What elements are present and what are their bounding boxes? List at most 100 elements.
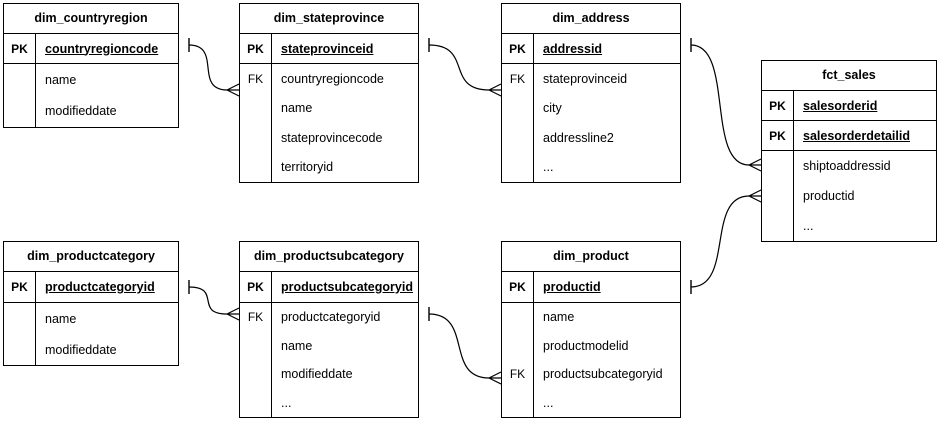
attribute-key-marker [762, 211, 793, 241]
attribute-name[interactable]: modifieddate [281, 367, 353, 382]
entity-title-line1: dim_countryregion [34, 11, 148, 25]
cardinality-many-marker [748, 189, 762, 203]
relationship-line [690, 195, 750, 288]
key-marker-label: PK [247, 280, 264, 294]
attribute-key-column: FK [502, 64, 534, 182]
attribute-field-column: countryregioncode name stateprovincecode te… [272, 64, 418, 182]
field-cell: productcategoryid [36, 272, 178, 302]
attribute-name[interactable]: ... [803, 219, 814, 233]
attribute-name[interactable]: ... [543, 395, 554, 410]
attribute-name[interactable]: modifieddate [45, 342, 117, 357]
attribute-block: name modifieddate [4, 303, 178, 365]
key-marker-label: PK [11, 280, 28, 294]
attribute-name[interactable]: ... [281, 395, 292, 410]
attribute-key-marker [240, 389, 271, 418]
attribute-name[interactable]: ... [543, 160, 554, 175]
attribute-key-marker [762, 151, 793, 181]
attribute-key-marker [240, 94, 271, 124]
key-marker-cell: PK [4, 272, 36, 302]
attribute-name[interactable]: name [543, 310, 575, 325]
entity-title-dim_countryregion: dim_countryregion [4, 4, 178, 34]
attribute-name[interactable]: productid [803, 189, 855, 203]
key-marker-label: PK [11, 41, 28, 56]
entity-title-line1: fct_sales [822, 68, 876, 82]
attribute-name[interactable]: modifieddate [45, 104, 117, 119]
attribute-name[interactable]: shiptoaddressid [803, 159, 891, 173]
attribute-name[interactable]: countryregioncode [281, 71, 384, 86]
cardinality-many-marker [488, 83, 502, 97]
relationship-line [428, 44, 490, 91]
relationship-stateprovince-to-address[interactable] [428, 38, 502, 97]
entity-title-dim_stateprovince: dim_stateprovince [240, 4, 418, 34]
key-row[interactable]: PK salesorderdetailid [762, 121, 936, 151]
relationship-line [690, 44, 750, 166]
attribute-name[interactable]: territoryid [281, 160, 334, 175]
field-name: salesorderdetailid [803, 128, 910, 143]
relationship-address-to-fctsales[interactable] [690, 38, 762, 172]
field-name: countryregioncode [45, 41, 159, 56]
field-cell: productsubcategoryid [272, 272, 418, 302]
field-name: productid [543, 280, 601, 294]
key-marker-cell: PK [4, 34, 36, 63]
key-row[interactable]: PK productsubcategoryid [240, 272, 418, 303]
key-row[interactable]: PK countryregioncode [4, 34, 178, 64]
field-cell: productid [534, 272, 680, 302]
attribute-name[interactable]: name [281, 338, 313, 353]
attribute-key-column: FK [240, 303, 272, 417]
attribute-key-column [4, 303, 36, 365]
attribute-name[interactable]: stateprovincecode [281, 130, 383, 145]
attribute-name[interactable]: name [45, 311, 77, 326]
attribute-key-marker [240, 153, 271, 183]
attribute-key-column [762, 151, 794, 241]
relationship-subcategory-to-product[interactable] [428, 307, 502, 385]
key-row[interactable]: PK productid [502, 272, 680, 303]
attribute-name[interactable]: productsubcategoryid [543, 367, 663, 382]
attribute-field-column: stateprovinceid city addressline2... [534, 64, 680, 182]
entity-title-line2: category [102, 249, 155, 263]
attribute-name[interactable]: productmodelid [543, 338, 629, 353]
relationship-product-to-fctsales[interactable] [690, 189, 762, 294]
field-name: productcategoryid [45, 280, 155, 294]
key-marker-cell: PK [502, 272, 534, 302]
key-marker-label: PK [769, 128, 786, 143]
attribute-key-marker [4, 303, 35, 334]
entity-title-line1: dim_stateprovince [273, 11, 385, 25]
attribute-name[interactable]: name [281, 101, 313, 116]
attribute-name[interactable]: addressline2 [543, 130, 614, 145]
entity-title-fct_sales: fct_sales [762, 61, 936, 91]
entity-title-line1: dim_product [553, 249, 629, 263]
key-marker-label: PK [509, 280, 526, 294]
attribute-name[interactable]: productcategoryid [281, 310, 381, 325]
key-marker-label: PK [509, 41, 526, 56]
attribute-name[interactable]: name [45, 72, 77, 87]
attribute-name[interactable]: stateprovinceid [543, 71, 628, 86]
attribute-name[interactable]: city [543, 101, 562, 116]
key-marker-label: PK [769, 98, 786, 113]
relationship-line [188, 44, 228, 91]
cardinality-many-marker [748, 158, 762, 172]
relationship-productcategory-to-subcategory[interactable] [188, 280, 240, 321]
field-cell: stateprovinceid [272, 34, 418, 63]
attribute-key-column: FK [240, 64, 272, 182]
attribute-key-marker [4, 64, 35, 96]
attribute-key-marker [502, 389, 533, 418]
field-cell: salesorderdetailid [794, 121, 936, 150]
key-row[interactable]: PK productcategoryid [4, 272, 178, 303]
key-marker-cell: PK [502, 34, 534, 63]
attribute-key-marker [502, 123, 533, 153]
field-cell: countryregioncode [36, 34, 178, 63]
key-marker-cell: PK [240, 34, 272, 63]
relationship-countryregion-to-stateprovince[interactable] [188, 38, 240, 97]
entity-title-line1: dim_product [27, 249, 103, 263]
